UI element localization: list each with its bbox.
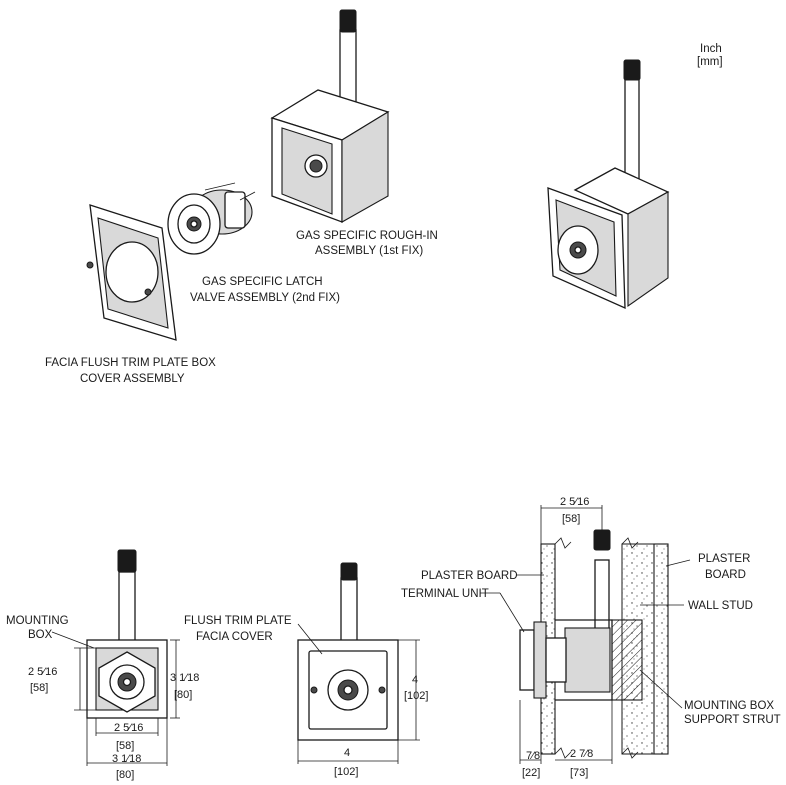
wall-stud-label: WALL STUD (688, 600, 753, 612)
front-view-pipe-cap (117, 549, 137, 573)
units-inch: Inch (700, 43, 722, 55)
trim-height-in: 4 (412, 674, 418, 686)
facia-label-1: FACIA FLUSH TRIM PLATE BOX (45, 357, 216, 369)
trim-label-1: FLUSH TRIM PLATE (184, 615, 292, 627)
rough-in-label-2: ASSEMBLY (1st FIX) (315, 245, 423, 257)
front-height-in: 2 5⁄16 (28, 666, 57, 678)
assembled-pipe-cap (623, 59, 641, 81)
mounting-box-label-2: BOX (28, 629, 53, 641)
mounting-box-label-1: MOUNTING (6, 615, 69, 627)
trim-width-in: 4 (344, 747, 350, 759)
front-height-mm: [58] (30, 682, 48, 694)
rough-in-pipe-cap (339, 9, 357, 33)
trim-width-mm: [102] (334, 766, 358, 778)
strut-label-2: SUPPORT STRUT (684, 714, 781, 726)
front-outer-height-mm: [80] (174, 689, 192, 701)
terminal-unit-label: TERMINAL UNIT (401, 588, 489, 600)
support-strut (611, 619, 643, 701)
trim-label-2: FACIA COVER (196, 631, 273, 643)
facia-label-2: COVER ASSEMBLY (80, 373, 185, 385)
units-mm: [mm] (697, 56, 723, 68)
latch-valve-label-1: GAS SPECIFIC LATCH (202, 276, 323, 288)
front-view-pipe (118, 571, 136, 643)
front-outer-width-in: 3 1⁄18 (112, 753, 141, 765)
rough-in-label-1: GAS SPECIFIC ROUGH-IN (296, 230, 438, 242)
rough-in-assembly (270, 9, 390, 223)
front-width-mm: [58] (116, 740, 134, 752)
trim-view-pipe-cap (340, 562, 358, 581)
section-right-mm: [73] (570, 767, 588, 779)
plaster-board-right-label-1: PLASTER (698, 553, 750, 565)
section-left-mm: [22] (522, 767, 540, 779)
section-left-in: 7⁄8 (526, 750, 540, 762)
front-outer-width-mm: [80] (116, 769, 134, 781)
facia-cover-assembly (86, 204, 177, 341)
section-top-in: 2 5⁄16 (560, 496, 589, 508)
plaster-board-left-label: PLASTER BOARD (421, 570, 518, 582)
latch-valve-assembly (167, 182, 256, 255)
strut-label-1: MOUNTING BOX (684, 700, 774, 712)
section-pipe-cap (593, 529, 611, 551)
right-plaster-board (653, 543, 669, 755)
trim-plate-view (297, 562, 399, 741)
front-width-in: 2 5⁄16 (114, 722, 143, 734)
plaster-board-right-label-2: BOARD (705, 569, 746, 581)
front-outer-height-in: 3 1⁄18 (170, 672, 199, 684)
front-view (86, 549, 168, 719)
section-top-mm: [58] (562, 513, 580, 525)
trim-view-pipe (340, 577, 358, 643)
section-right-in: 2 7⁄8 (570, 748, 593, 760)
latch-valve-label-2: VALVE ASSEMBLY (2nd FIX) (190, 292, 340, 304)
terminal-unit (519, 629, 535, 691)
assembled-isometric-view (547, 59, 670, 310)
trim-height-mm: [102] (404, 690, 428, 702)
section-view (519, 529, 669, 759)
